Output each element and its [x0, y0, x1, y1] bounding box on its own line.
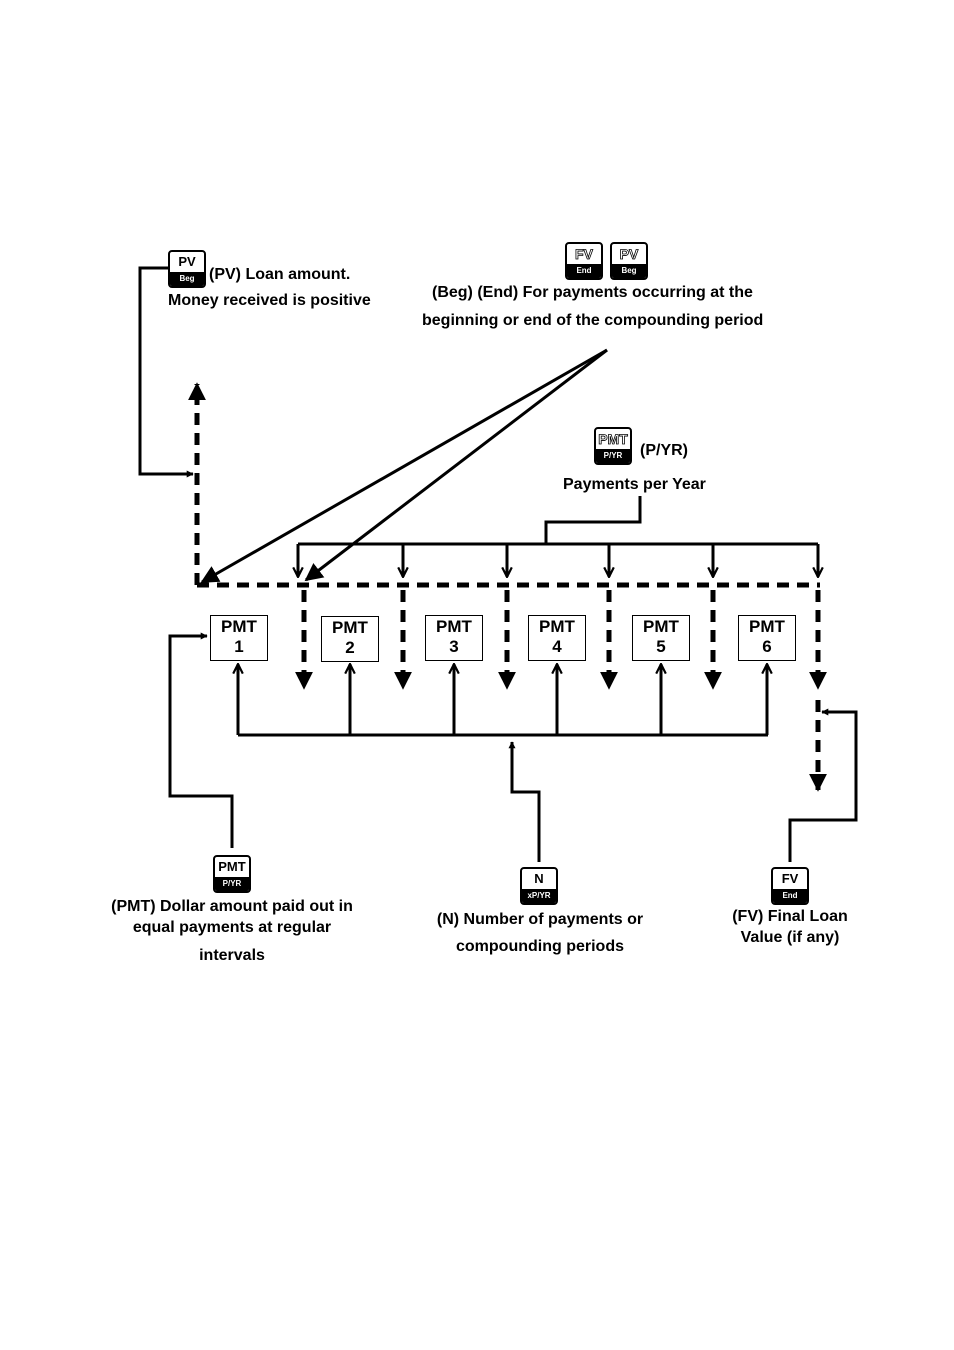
- period-dashed-arrows: [295, 590, 827, 690]
- pmt-box-label: PMT: [221, 617, 257, 636]
- pmt-label-line1: (PMT) Dollar amount paid out in: [111, 898, 353, 915]
- pmt-box-label: PMT: [643, 617, 679, 636]
- pmt-box-label: PMT: [436, 617, 472, 636]
- pmt-label-line2: equal payments at regular: [132, 919, 332, 936]
- beg-arrow: [200, 348, 608, 584]
- pmt-box-label: PMT: [749, 617, 785, 636]
- n-xpyr-key: N xP/YR: [520, 867, 558, 905]
- n-label-line1: (N) Number of payments or: [436, 911, 644, 928]
- pmt-box-label: PMT: [332, 618, 368, 637]
- n-connector: [508, 741, 541, 862]
- n-bracket: [238, 664, 768, 737]
- fv-label-line2: Value (if any): [740, 929, 840, 946]
- pmt-label-line3: intervals: [199, 947, 265, 964]
- fv-end-key-2: FV End: [771, 867, 809, 905]
- pmt-box-number: 4: [552, 637, 562, 656]
- pmt-box-3: PMT 3: [425, 615, 483, 661]
- pmt-box-number: 1: [234, 637, 244, 656]
- pyr-connector: [544, 496, 642, 544]
- pv-beg-key: PV Beg: [168, 250, 206, 288]
- n-label-line2: compounding periods: [456, 938, 624, 955]
- begend-label-line2: beginning or end of the compounding peri…: [422, 312, 764, 329]
- pv-beg-key-2: PV Beg: [610, 242, 648, 280]
- pmt-box-label: PMT: [539, 617, 575, 636]
- pmt-box-1: PMT 1: [210, 615, 268, 661]
- pmt-connector: [168, 632, 234, 848]
- begend-label-line1: (Beg) (End) For payments occurring at th…: [432, 284, 753, 301]
- pmt-box-5: PMT 5: [632, 615, 690, 661]
- pmt-box-2: PMT 2: [321, 616, 379, 662]
- pv-label-line2: Money received is positive: [168, 292, 371, 309]
- pmt-pyr-key-2: PMT P/YR: [213, 855, 251, 893]
- pmt-box-number: 3: [449, 637, 459, 656]
- pmt-box-4: PMT 4: [528, 615, 586, 661]
- pv-label-line1: (PV) Loan amount.: [209, 266, 351, 283]
- pmt-box-number: 5: [656, 637, 666, 656]
- pmt-box-number: 6: [762, 637, 772, 656]
- pmt-box-number: 2: [345, 638, 355, 657]
- pv-connector-line: [138, 266, 194, 478]
- pmt-box-6: PMT 6: [738, 615, 796, 661]
- pyr-ticks: [298, 544, 818, 577]
- fv-end-key: FV End: [565, 242, 603, 280]
- fv-label-line1: (FV) Final Loan: [732, 908, 848, 925]
- pyr-subtitle: Payments per Year: [563, 476, 706, 493]
- pyr-title: (P/YR): [640, 442, 688, 459]
- pmt-pyr-key: PMT P/YR: [594, 427, 632, 465]
- fv-connector: [788, 708, 858, 862]
- end-arrow: [304, 348, 608, 582]
